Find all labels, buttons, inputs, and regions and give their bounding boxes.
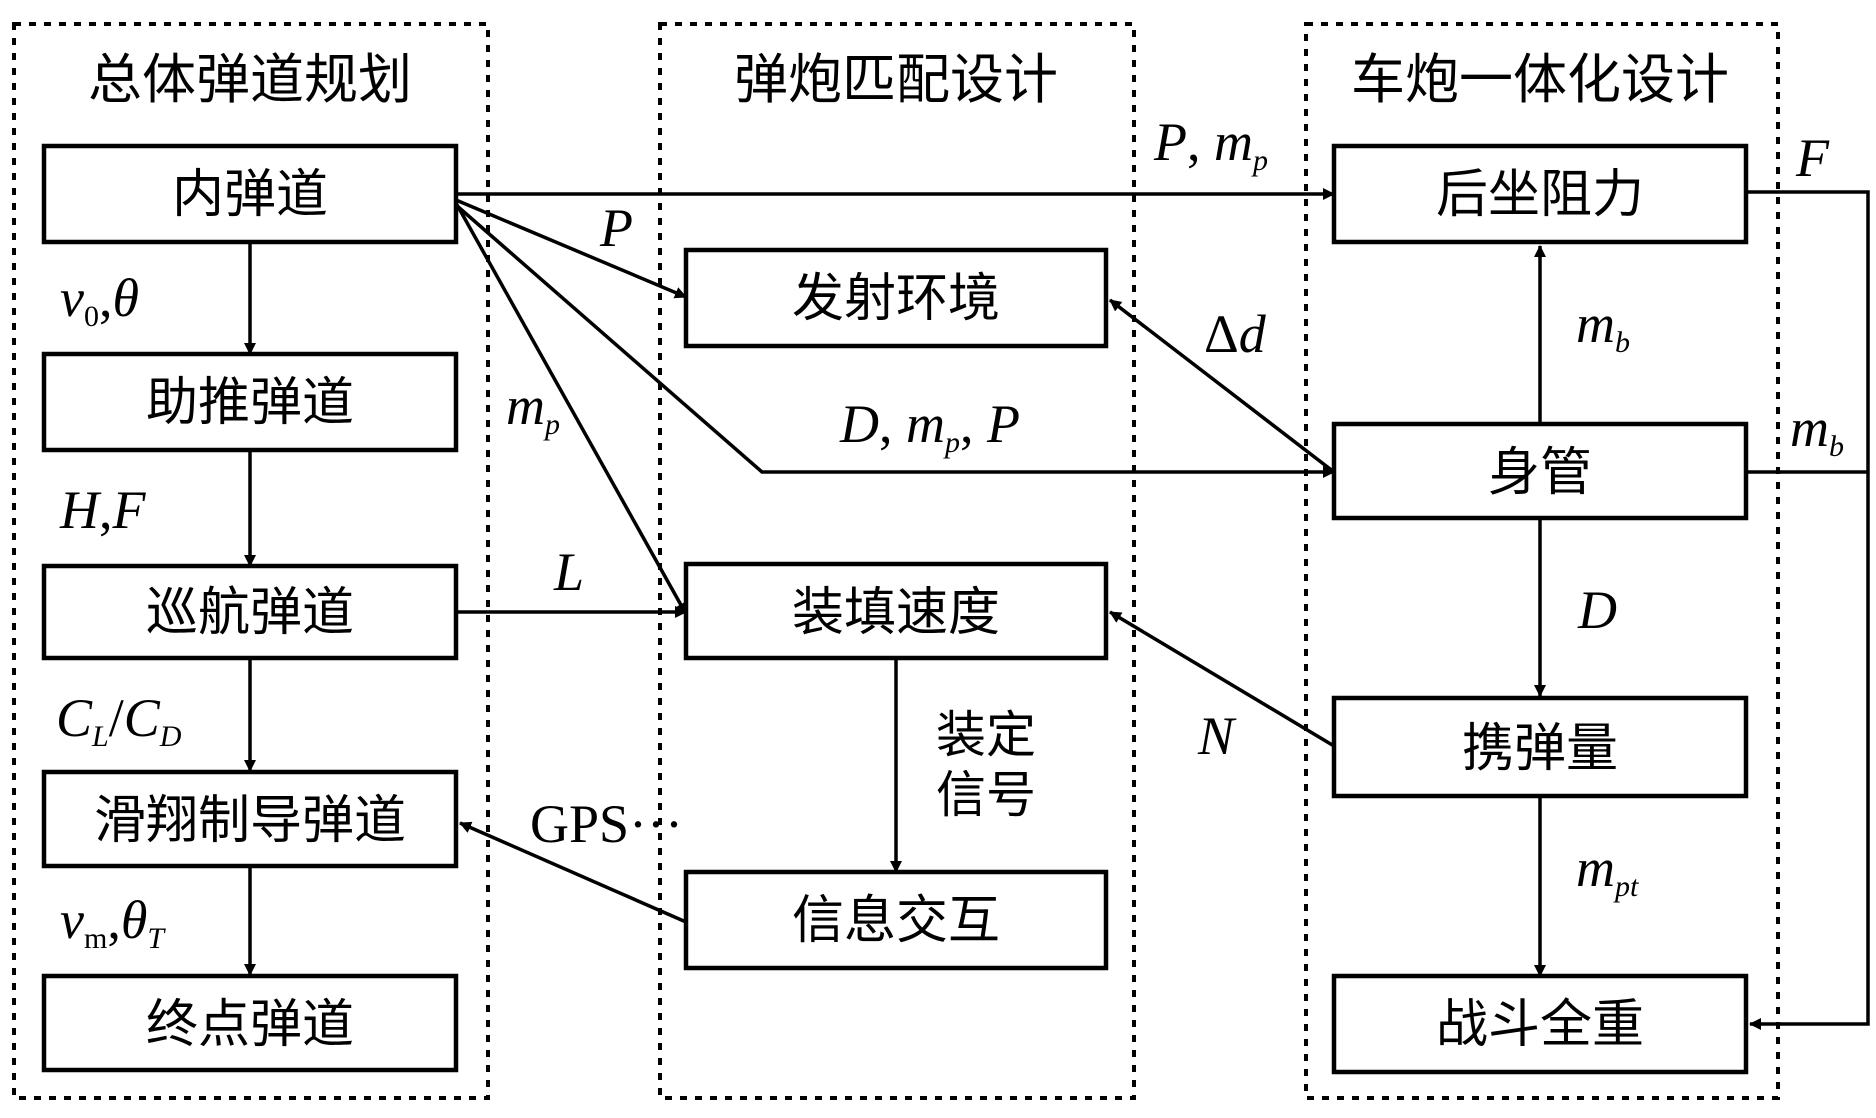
node-combat-weight: 战斗全重 [1331, 973, 1749, 1075]
svg-text:内弹道: 内弹道 [172, 165, 328, 225]
svg-text:战斗全重: 战斗全重 [1436, 995, 1644, 1055]
node-glide-guidance-ballistics: 滑翔制导弹道 [41, 769, 459, 869]
svg-text:后坐阻力: 后坐阻力 [1436, 165, 1644, 225]
node-barrel: 身管 [1331, 421, 1749, 521]
label-mb-up: mb [1576, 294, 1630, 359]
label-L: L [553, 542, 584, 602]
svg-text:滑翔制导弹道: 滑翔制导弹道 [94, 791, 406, 851]
label-loading-signal-1: 装定 [936, 706, 1036, 764]
arrow-inner-to-barrel [454, 203, 1335, 478]
node-launch-environment: 发射环境 [683, 247, 1109, 349]
label-vm-thetaT: vm,θT [60, 890, 166, 955]
label-loading-signal-2: 信号 [936, 766, 1036, 824]
node-loading-speed: 装填速度 [683, 561, 1109, 661]
node-terminal-ballistics: 终点弹道 [41, 973, 459, 1073]
node-boost-ballistics: 助推弹道 [41, 351, 459, 453]
node-cruise-ballistics: 巡航弹道 [41, 563, 459, 661]
label-mb-right: mb [1790, 398, 1844, 463]
label-P-launch: P [599, 198, 633, 258]
label-v0-theta: v0,θ [60, 268, 139, 333]
label-mp-left: mp [506, 376, 560, 441]
svg-text:装填速度: 装填速度 [792, 583, 1000, 643]
label-D-down: D [1577, 580, 1617, 640]
panel-vehicle-gun-integration [1304, 22, 1780, 1100]
arrow-recoil-to-weight [1746, 190, 1870, 1030]
svg-text:身管: 身管 [1488, 443, 1592, 503]
label-N: N [1197, 706, 1237, 766]
arrow-ammo-to-loading [1109, 610, 1335, 748]
label-F-right: F [1795, 128, 1830, 188]
label-H-F: H,F [59, 480, 147, 540]
svg-text:携弹量: 携弹量 [1462, 719, 1618, 779]
node-info-interaction: 信息交互 [683, 869, 1109, 971]
svg-text:信息交互: 信息交互 [792, 891, 1000, 951]
arrow-info-to-glide [459, 821, 687, 924]
label-mpt: mpt [1576, 838, 1639, 903]
panel-trajectory-planning [12, 22, 490, 1100]
svg-text:助推弹道: 助推弹道 [146, 373, 354, 433]
panel-projectile-gun-matching [658, 22, 1136, 1100]
label-P-mp-top: P, mp [1153, 112, 1268, 177]
arrow-inner-to-launch-env [455, 198, 687, 299]
label-gps: GPS··· [530, 794, 683, 854]
panel-title-left: 总体弹道规划 [88, 48, 412, 111]
label-D-mp-P: D, mp, P [839, 394, 1020, 459]
node-inner-ballistics: 内弹道 [41, 143, 459, 245]
arrow-barrel-to-launch-env [1108, 298, 1336, 474]
svg-text:终点弹道: 终点弹道 [146, 995, 354, 1055]
node-ammo-capacity: 携弹量 [1331, 695, 1749, 799]
svg-text:巡航弹道: 巡航弹道 [146, 583, 354, 643]
node-recoil-resistance: 后坐阻力 [1331, 143, 1749, 245]
label-CL-CD: CL/CD [56, 688, 182, 753]
arrow-inner-to-loading [454, 202, 688, 615]
panel-title-right: 车炮一体化设计 [1351, 48, 1729, 111]
label-delta-d: Δd [1204, 304, 1267, 364]
svg-text:发射环境: 发射环境 [792, 269, 1000, 329]
panel-title-middle: 弹炮匹配设计 [734, 48, 1058, 111]
